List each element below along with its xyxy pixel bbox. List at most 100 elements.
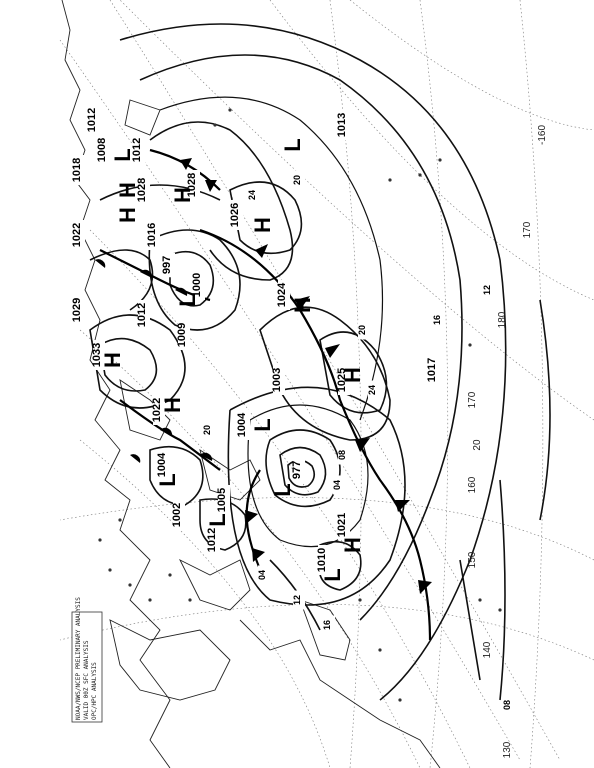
isobar-label: 997: [161, 256, 173, 274]
high-pressure-center: H: [290, 297, 315, 313]
isobar-label: 1000: [191, 273, 203, 297]
isobar-label-bg: [158, 450, 170, 480]
high-pressure-center: H: [160, 397, 185, 413]
isobar-label-bg: [203, 420, 215, 440]
isobar-label-bg: [93, 340, 105, 370]
longitude-label: 180: [497, 311, 508, 328]
isobar-label: 12: [292, 595, 302, 605]
isobar-label-bg: [258, 565, 270, 585]
isobar-label: 1022: [151, 398, 163, 422]
low-pressure-center: L: [155, 473, 180, 486]
isobar-label: 1028: [186, 173, 198, 197]
isobar-label: 1018: [71, 158, 83, 182]
isobar-label: 04: [332, 480, 342, 490]
isobar-label: 24: [367, 385, 377, 395]
isobar-label-bg: [208, 525, 220, 555]
isobar-label: 20: [292, 175, 302, 185]
title-line-1: NOAA/NWS/NCEP PRELIMINARY ANALYSIS: [75, 597, 82, 720]
isobar-label-bg: [193, 270, 205, 300]
isobar-label-bg: [178, 320, 190, 350]
isobar-label: 20: [202, 425, 212, 435]
longitude-label: 170: [522, 221, 533, 238]
isobar-label: 977: [291, 461, 303, 479]
low-pressure-center: L: [280, 138, 305, 151]
isobar-label-bg: [231, 200, 243, 230]
low-pressure-center: L: [175, 293, 200, 306]
isobar-label-bg: [318, 545, 330, 575]
isobar-label-bg: [73, 295, 85, 325]
isobar-label-bg: [138, 300, 150, 330]
low-pressure-center: L: [205, 513, 230, 526]
low-pressure-center: L: [250, 418, 275, 431]
isobar-label: 1012: [86, 108, 98, 132]
isobar-label: 1004: [236, 412, 248, 437]
graticule: [59, 0, 594, 768]
isobar-label-bg: [138, 175, 150, 205]
high-pressure-center: H: [115, 207, 140, 223]
station-observations: [98, 108, 502, 702]
isobar-label-bg: [503, 695, 515, 715]
isobar-label: 1009: [176, 323, 188, 347]
isobar-label: 1028: [136, 178, 148, 202]
isobar-label: 1010: [316, 548, 328, 572]
longitude-label: 170: [467, 391, 478, 408]
isobar-label-bg: [293, 170, 305, 190]
low-pressure-center: L: [320, 568, 345, 581]
isobar-label: 08: [502, 700, 512, 710]
isobar-label: 1022: [71, 223, 83, 247]
longitude-label: -160: [537, 125, 548, 145]
isobar-label: 16: [432, 315, 442, 325]
high-pressure-center: H: [340, 367, 365, 383]
longitude-label: 140: [482, 641, 493, 658]
isobar-label-bg: [153, 395, 165, 425]
isobar-label-bg: [293, 457, 305, 483]
coastlines: [61, 0, 441, 768]
isobar-label: 1025: [336, 368, 348, 392]
isobar-label-bg: [428, 355, 440, 385]
isobar-label-bg: [73, 155, 85, 185]
longitude-label: 160: [467, 476, 478, 493]
isobar-label: 1017: [426, 358, 438, 382]
isobar-label-bg: [273, 365, 285, 395]
isobar-label-bg: [338, 445, 350, 465]
isobar-label-bg: [323, 615, 335, 635]
isobar-label: 1021: [336, 513, 348, 537]
isobar-label: 1012: [131, 138, 143, 162]
isobar-label-bg: [133, 135, 145, 165]
isobar-label-bg: [368, 380, 380, 400]
low-pressure-center: L: [110, 148, 135, 161]
isobar-label: 1033: [91, 343, 103, 367]
isobar-label: 1029: [71, 298, 83, 322]
isobar-label-bg: [278, 280, 290, 310]
high-pressure-center: H: [100, 352, 125, 368]
isobar-label-bg: [338, 110, 350, 140]
isobar-label: 1026: [229, 203, 241, 227]
isobar-label: 08: [337, 450, 347, 460]
isobar-label: 1002: [171, 503, 183, 527]
isobar-label-bg: [338, 365, 350, 395]
longitude-label: 150: [467, 551, 478, 568]
isobar-label: 1016: [146, 223, 158, 247]
isobar-label: 1024: [276, 282, 288, 307]
title-line-3: OPC/HPC ANALYSIS: [91, 662, 98, 720]
high-pressure-center: H: [115, 182, 140, 198]
isobar-label: 1008: [96, 138, 108, 162]
isobar-label-bg: [293, 590, 305, 610]
isobar-label-bg: [218, 485, 230, 515]
isobar-labels: 1012 1008 1012 1018 1028 1028 1022 1016 1026 1029…: [71, 105, 515, 715]
isobar-label-bg: [333, 475, 345, 495]
isobar-label-bg: [188, 170, 200, 200]
isobar-label-bg: [173, 500, 185, 530]
high-pressure-center: H: [170, 187, 195, 203]
isobar-label-bg: [433, 310, 445, 330]
isobar-label: 20: [357, 325, 367, 335]
isobar-label-bg: [358, 320, 370, 340]
low-pressure-center: L: [270, 483, 295, 496]
front-symbols: [95, 158, 432, 594]
isobar-label-bg: [248, 185, 260, 205]
isobar-label-bg: [148, 220, 160, 250]
isobar-label: 1013: [336, 113, 348, 137]
